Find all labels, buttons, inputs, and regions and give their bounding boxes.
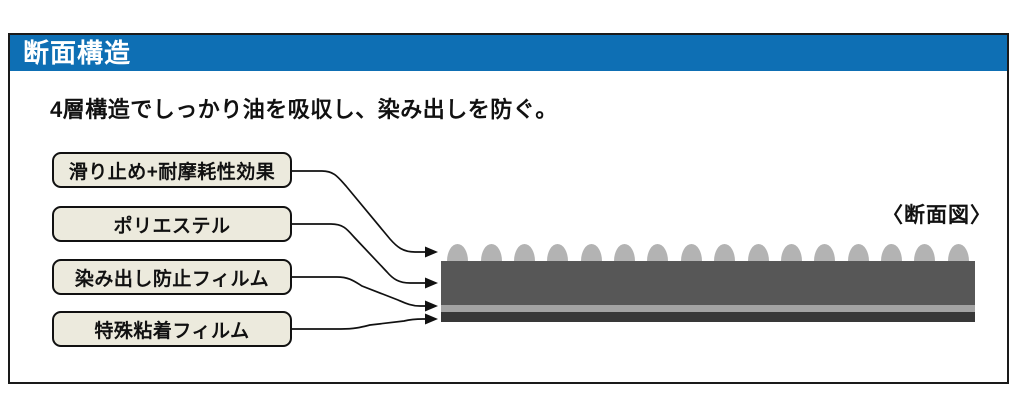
surface-bump [480, 244, 502, 261]
label-box-seep-prevention-text: 染み出し防止フィルム [74, 268, 270, 290]
surface-bump [780, 244, 802, 261]
polyester-layer [441, 261, 975, 305]
surface-bump [747, 244, 769, 261]
surface-bump [914, 244, 936, 261]
page-title: 断面構造 [23, 38, 132, 68]
description-text: 4層構造でしっかり油を吸収し、染み出しを防ぐ。 [50, 97, 558, 122]
surface-bump [580, 244, 602, 261]
cross-section-diagram [441, 244, 975, 322]
label-box-antislip-text: 滑り止め+耐摩耗性効果 [68, 161, 276, 183]
surface-bump [814, 244, 836, 261]
surface-bump [614, 244, 636, 261]
surface-bump [847, 244, 869, 261]
label-box-polyester: ポリエステル [52, 206, 292, 242]
section-view-label: 〈断面図〉 [882, 204, 992, 227]
surface-bump [947, 244, 969, 261]
label-box-adhesive: 特殊粘着フィルム [52, 311, 292, 347]
surface-bump [714, 244, 736, 261]
label-box-adhesive-text: 特殊粘着フィルム [94, 320, 250, 342]
surface-bump [680, 244, 702, 261]
bumps-row [441, 244, 975, 261]
header-bar: 断面構造 [10, 35, 1007, 71]
surface-bump [547, 244, 569, 261]
label-box-polyester-text: ポリエステル [113, 215, 231, 237]
surface-bump [881, 244, 903, 261]
adhesive-layer [441, 312, 975, 322]
seep-prevention-layer [441, 305, 975, 312]
surface-bump [447, 244, 469, 261]
surface-bump [513, 244, 535, 261]
label-box-antislip: 滑り止め+耐摩耗性効果 [52, 152, 292, 188]
label-box-seep-prevention: 染み出し防止フィルム [52, 259, 292, 295]
surface-bump [647, 244, 669, 261]
